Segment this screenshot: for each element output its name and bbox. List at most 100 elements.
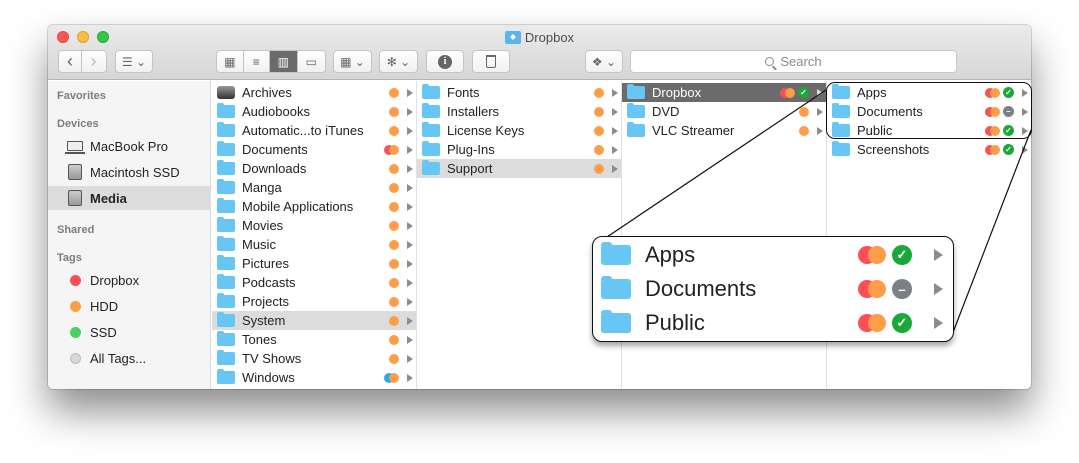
list-item[interactable]: Installers	[417, 102, 621, 121]
sidebar-item-media[interactable]: Media	[48, 186, 211, 210]
folder-icon	[217, 255, 235, 270]
trash-button[interactable]	[472, 50, 510, 73]
list-item[interactable]: Documents	[212, 140, 416, 159]
dropbox-menu-button[interactable]: ❖ ⌄	[585, 50, 623, 73]
folder-icon	[832, 103, 850, 118]
tag-dot-icon	[389, 372, 399, 383]
tags-header[interactable]: Tags	[57, 252, 82, 264]
item-name: Support	[447, 161, 493, 176]
list-item[interactable]: Plug-Ins	[417, 140, 621, 159]
list-item[interactable]: Apps✓	[827, 83, 1031, 102]
action-gear-button[interactable]: ✻ ⌄	[379, 50, 418, 73]
folder-icon	[601, 276, 631, 299]
back-button[interactable]: ‹	[59, 51, 82, 72]
magnified-list-item: Documents –	[593, 272, 953, 306]
disclosure-arrow-icon	[407, 354, 413, 363]
folder-icon	[627, 84, 645, 99]
disclosure-arrow-icon	[407, 278, 413, 287]
get-info-button[interactable]: i	[426, 50, 464, 73]
list-item[interactable]: System	[212, 311, 416, 330]
list-item[interactable]: DVD	[622, 102, 826, 121]
list-item[interactable]: Fonts	[417, 83, 621, 102]
group-by-button[interactable]: ▦ ⌄	[333, 50, 372, 73]
list-view-button[interactable]: ≡	[244, 51, 271, 72]
sidebar-tag-dropbox[interactable]: Dropbox	[48, 268, 211, 292]
close-button[interactable]	[57, 31, 69, 43]
list-item[interactable]: VLC Streamer	[622, 121, 826, 140]
list-item[interactable]: Podcasts	[212, 273, 416, 292]
list-item[interactable]: TV Shows	[212, 349, 416, 368]
list-item[interactable]: Screenshots✓	[827, 140, 1031, 159]
favorites-header[interactable]: Favorites	[57, 90, 106, 102]
devices-header[interactable]: Devices	[57, 118, 99, 130]
tag-dots	[594, 163, 604, 174]
list-item[interactable]: Public✓	[827, 121, 1031, 140]
item-name: Documents	[857, 104, 923, 119]
item-name: Installers	[447, 104, 500, 119]
list-item[interactable]: Archives	[212, 83, 416, 102]
disclosure-arrow-icon	[407, 297, 413, 306]
forward-button[interactable]: ›	[90, 51, 97, 71]
view-mode-group: ▦ ≡ ▥ ▭	[216, 50, 326, 73]
list-item[interactable]: Movies	[212, 216, 416, 235]
list-item[interactable]: Pictures	[212, 254, 416, 273]
list-item[interactable]: Dropbox✓	[622, 83, 826, 102]
list-item[interactable]: Manga	[212, 178, 416, 197]
sidebar-item-label: Dropbox	[90, 272, 140, 288]
tag-dots	[594, 125, 604, 136]
list-item[interactable]: Audiobooks	[212, 102, 416, 121]
shared-header[interactable]: Shared	[57, 224, 95, 236]
folder-icon	[422, 103, 440, 118]
item-name: License Keys	[447, 123, 525, 138]
item-name: Public	[857, 123, 893, 138]
list-item[interactable]: Music	[212, 235, 416, 254]
list-item[interactable]: Automatic...to iTunes	[212, 121, 416, 140]
item-name: Mobile Applications	[242, 199, 354, 214]
tag-dots	[389, 163, 399, 174]
sync-check-icon: ✓	[798, 87, 809, 98]
sidebar-item-macintosh-ssd[interactable]: Macintosh SSD	[48, 160, 211, 184]
tag-dot-icon	[389, 125, 399, 136]
list-item[interactable]: Projects	[212, 292, 416, 311]
list-item[interactable]: Documents–	[827, 102, 1031, 121]
list-item[interactable]: Windows	[212, 368, 416, 387]
arrange-menu-button[interactable]: ☰ ⌄	[115, 50, 153, 73]
list-item[interactable]: Tones	[212, 330, 416, 349]
tag-dots	[594, 106, 604, 117]
cover-flow-button[interactable]: ▭	[305, 54, 317, 69]
tag-dot-icon	[799, 125, 809, 136]
folder-icon	[217, 122, 235, 137]
disclosure-arrow-icon	[817, 126, 823, 135]
sidebar-item-macbook-pro[interactable]: MacBook Pro	[48, 134, 211, 158]
search-placeholder: Search	[780, 54, 822, 69]
disclosure-arrow-icon	[1022, 126, 1028, 135]
tag-dot-icon	[990, 87, 1000, 98]
disclosure-arrow-icon	[934, 249, 943, 261]
minimize-button[interactable]	[77, 31, 89, 43]
column-view-button[interactable]: ▥	[270, 51, 298, 72]
tag-dot-icon	[389, 258, 399, 269]
tag-dot-icon	[868, 280, 886, 298]
folder-icon	[422, 141, 440, 156]
list-item[interactable]: Mobile Applications	[212, 197, 416, 216]
list-item[interactable]: Support	[417, 159, 621, 178]
sync-check-icon: ✓	[892, 245, 912, 265]
list-item[interactable]: License Keys	[417, 121, 621, 140]
search-input[interactable]: Search	[630, 50, 957, 73]
tag-dots	[389, 220, 399, 231]
list-item[interactable]: Downloads	[212, 159, 416, 178]
sidebar-all-tags[interactable]: All Tags...	[48, 346, 211, 370]
item-name: Plug-Ins	[447, 142, 495, 157]
disclosure-arrow-icon	[407, 316, 413, 325]
tag-dots	[799, 106, 809, 117]
disclosure-arrow-icon	[407, 240, 413, 249]
disclosure-arrow-icon	[934, 283, 943, 295]
sidebar-tag-ssd[interactable]: SSD	[48, 320, 211, 344]
sidebar-item-label: Media	[90, 190, 127, 206]
sidebar-tag-hdd[interactable]: HDD	[48, 294, 211, 318]
icon-view-button[interactable]: ▦	[217, 51, 244, 72]
maximize-button[interactable]	[97, 31, 109, 43]
tag-dot-icon	[594, 125, 604, 136]
